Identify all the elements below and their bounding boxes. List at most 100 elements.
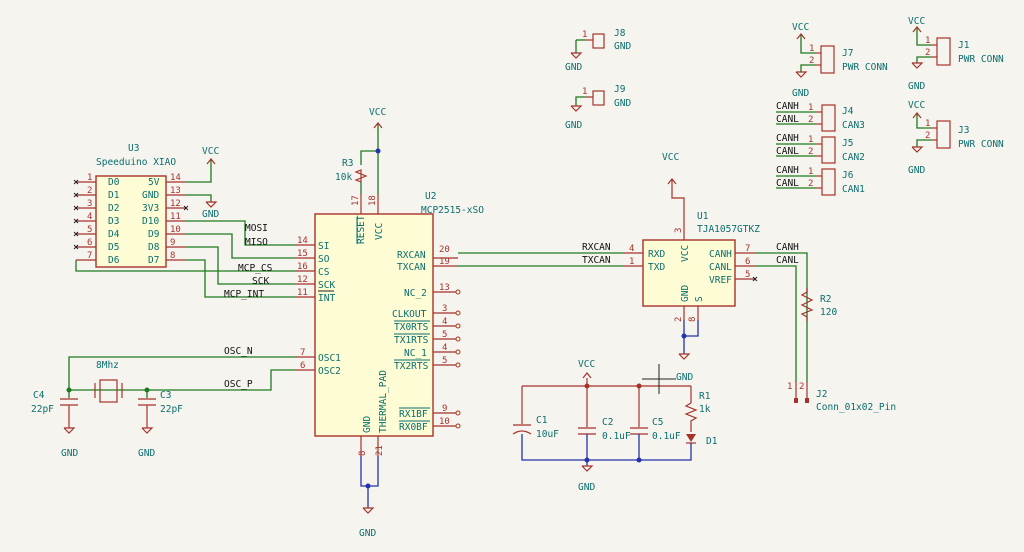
j4-value: CAN3: [842, 120, 865, 131]
net-miso: MISO: [245, 237, 268, 248]
r3-resistor[interactable]: R3 10k: [335, 124, 381, 194]
r2-value: 120: [820, 307, 837, 318]
j1-vcc-label: VCC: [908, 16, 925, 27]
u3-pin-d9: D9: [148, 229, 160, 240]
u3-pin-d3: D3: [108, 216, 119, 227]
j8-gnd-label: GND: [565, 62, 582, 73]
decoupling-network[interactable]: VCC GND C1 10uF C2 0.1uF C5 0.1uF R1 1k: [512, 359, 718, 493]
j3-connector[interactable]: VCC GND 1 2 J3 PWR CONN: [908, 100, 1004, 176]
j4-pin-1: 1: [808, 103, 813, 113]
u3-gnd-label: GND: [202, 209, 219, 220]
u1-power: VCC: [662, 152, 699, 360]
j7-connector[interactable]: VCC GND 1 2 J7 PWR CONN: [792, 22, 888, 99]
u1-pin-num-1: 1: [629, 257, 634, 267]
u3-pin-d0: D0: [108, 177, 120, 188]
j6-connector[interactable]: CANH CANL 1 2 J6 CAN1: [776, 165, 865, 196]
j6-canh: CANH: [776, 165, 799, 176]
j4-canh: CANH: [776, 101, 799, 112]
u1-vcc-label: VCC: [662, 152, 679, 163]
j3-ref: J3: [958, 125, 969, 136]
u3-pin-d2: D2: [108, 203, 119, 214]
u2-pin-rx0bf: RX0BF: [399, 422, 428, 433]
u1-pin-num-4: 4: [629, 244, 634, 254]
u2-pin-num-18: 18: [368, 195, 378, 206]
u2-pin-num-11: 11: [297, 288, 308, 298]
j7-ref: J7: [842, 48, 853, 59]
u2-pin-nc2: NC_2: [404, 288, 427, 299]
u3-pin-num-3: 3: [87, 199, 92, 209]
u3-pin-3v3: 3V3: [142, 203, 159, 214]
j3-vcc-label: VCC: [908, 100, 925, 111]
j5-pin-2: 2: [808, 147, 813, 157]
u2-pin-si: SI: [318, 241, 329, 252]
u1-value: TJA1057GTKZ: [697, 224, 760, 235]
decoupling-vcc-label: VCC: [578, 359, 595, 370]
j9-connector[interactable]: 1 J9 GND GND: [565, 84, 631, 131]
u3-pin-d5: D5: [108, 242, 119, 253]
u2-pin-clkout: CLKOUT: [392, 309, 427, 320]
net-mcp-int: MCP_INT: [224, 289, 264, 300]
j2-connector[interactable]: 1 2 J2 Conn_01x02_Pin: [787, 382, 896, 413]
u3-pin-d10: D10: [142, 216, 159, 227]
r2-resistor[interactable]: R2 120: [800, 288, 837, 321]
j4-connector[interactable]: CANH CANL 1 2 J4 CAN3: [776, 101, 865, 132]
oscillator-circuit[interactable]: 8Mhz: [66, 356, 296, 403]
u2-pin-osc2: OSC2: [318, 366, 341, 377]
j2-ref: J2: [816, 389, 827, 400]
u2-pin-cs: CS: [318, 267, 330, 278]
j5-connector[interactable]: CANH CANL 1 2 J5 CAN2: [776, 133, 865, 164]
u2-mcp2515[interactable]: U2 MCP2515-xSO SI SO CS SCK INT OSC1 OSC…: [295, 191, 484, 456]
c2-value: 0.1uF: [602, 431, 631, 442]
j7-pin-2: 2: [809, 56, 814, 66]
j4-pin-2: 2: [808, 115, 813, 125]
u1-pin-num-3: 3: [674, 228, 684, 233]
c1-value: 10uF: [536, 429, 559, 440]
u1-pin-num-8: 8: [688, 317, 698, 322]
u2-pin-tx0rts: TX0RTS: [394, 322, 429, 333]
u1-pin-s: S: [694, 296, 705, 302]
u2-gnd: GND: [359, 456, 379, 539]
u3-pin-num-11: 11: [170, 212, 181, 222]
u2-pin-num-14: 14: [297, 236, 308, 246]
u3-pin-num-8: 8: [170, 251, 175, 261]
j7-pin-1: 1: [809, 44, 814, 54]
u1-pin-num-5: 5: [745, 270, 750, 280]
u2-pin-rx1bf: RX1BF: [399, 409, 428, 420]
j1-pin-2: 2: [925, 48, 930, 58]
u3-pin-d7: D7: [148, 255, 159, 266]
u3-value: Speeduino XIAO: [96, 157, 176, 168]
can-controller-wires: [458, 252, 623, 267]
u3-vcc-label: VCC: [202, 146, 219, 157]
j1-connector[interactable]: VCC GND 1 2 J1 PWR CONN: [908, 16, 1004, 92]
j4-ref: J4: [842, 106, 854, 117]
u2-pin-tx2rts: TX2RTS: [394, 361, 429, 372]
u2-pin-int: INT: [318, 293, 335, 304]
j9-ref: J9: [614, 84, 626, 95]
c4-capacitor[interactable]: C4 22pF GND: [31, 390, 78, 459]
j8-pin-1: 1: [582, 30, 587, 40]
u1-pin-txd: TXD: [648, 262, 665, 273]
j8-connector[interactable]: 1 J8 GND GND: [565, 28, 631, 73]
u2-pin-reset: RESET: [356, 215, 367, 244]
c4-value: 22pF: [31, 404, 54, 415]
net-osc-n: OSC_N: [224, 346, 253, 357]
u2-pin-sck: SCK: [318, 280, 335, 291]
u1-pin-canl: CANL: [709, 262, 732, 273]
j3-pin-2: 2: [925, 131, 930, 141]
j2-value: Conn_01x02_Pin: [816, 402, 896, 413]
u2-pin-tx1rts: TX1RTS: [394, 335, 429, 346]
c5-value: 0.1uF: [652, 431, 681, 442]
u3-speeduino-xiao[interactable]: U3 Speeduino XIAO 1 2 3 4 5 6 7 D0: [73, 143, 189, 268]
u1-tja1057[interactable]: U1 TJA1057GTKZ RXD TXD 4 1 CANH CANL VRE…: [623, 211, 760, 322]
u2-pin-num-4a: 4: [442, 317, 447, 327]
j9-value: GND: [614, 98, 631, 109]
c4-gnd-label: GND: [61, 448, 78, 459]
u2-pin-num-3: 3: [442, 304, 447, 314]
u3-pin-5v: 5V: [148, 177, 160, 188]
c3-capacitor[interactable]: C3 22pF GND: [138, 390, 183, 459]
j6-canl: CANL: [776, 178, 799, 189]
j1-pin-1: 1: [925, 36, 930, 46]
u2-vcc-power: VCC: [369, 107, 386, 129]
c3-value: 22pF: [160, 404, 183, 415]
